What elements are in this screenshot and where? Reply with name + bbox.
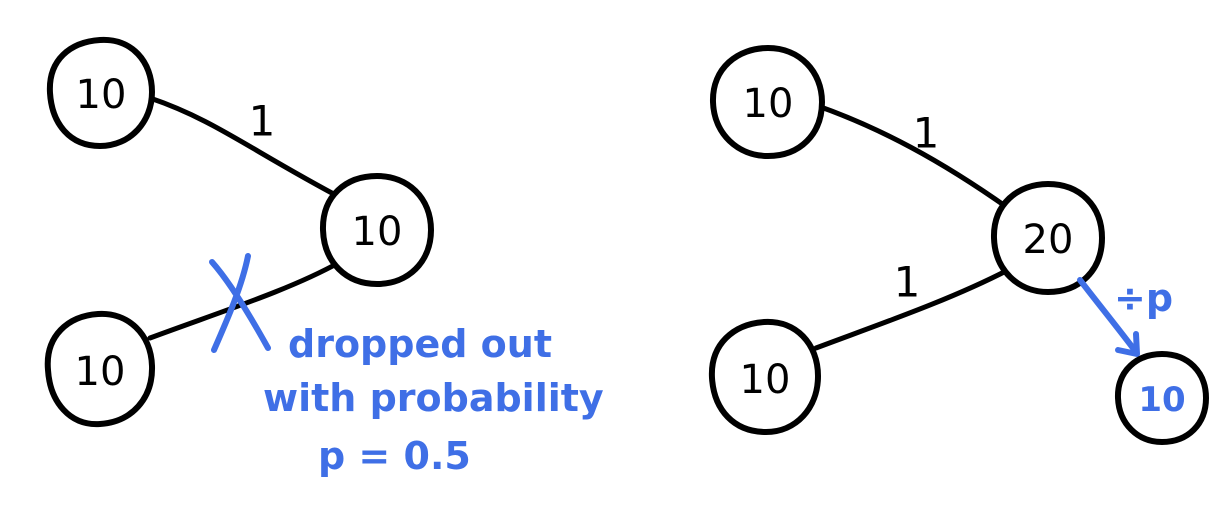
right-node-output [1114,351,1209,445]
left-weight-top: 1 [249,97,276,146]
left-edge-top [147,95,348,203]
left-node-top-label: 10 [76,72,127,118]
scale-label: ÷p [1114,276,1173,320]
left-network: 10 10 10 1 dropped out with probability … [44,36,604,478]
right-edge-top [815,103,1011,211]
right-node-bottom [708,318,821,435]
left-node-bottom-label: 10 [75,349,126,395]
right-weight-bottom: 1 [894,258,921,307]
left-edge-bottom-dropped [147,259,343,341]
right-node-top-label: 10 [743,81,794,127]
right-network: 10 20 10 1 1 ÷p 10 [708,45,1209,445]
scale-arrow-icon [1077,277,1140,357]
left-node-middle-label: 10 [352,209,403,255]
dropout-annotation-line2: with probability [263,376,604,420]
left-node-bottom [44,310,156,428]
left-node-top [46,36,155,149]
right-node-middle [990,181,1105,295]
right-node-top [709,45,825,159]
right-node-bottom-label: 10 [740,357,791,403]
dropout-annotation-line1: dropped out [288,322,552,366]
left-node-middle [319,173,434,287]
dropout-cross-icon [209,253,271,353]
right-edge-bottom [813,267,1011,351]
dropout-annotation-line3: p = 0.5 [318,434,471,478]
right-node-output-label: 10 [1138,380,1185,420]
right-node-middle-label: 20 [1023,217,1074,263]
right-weight-top: 1 [913,109,940,158]
